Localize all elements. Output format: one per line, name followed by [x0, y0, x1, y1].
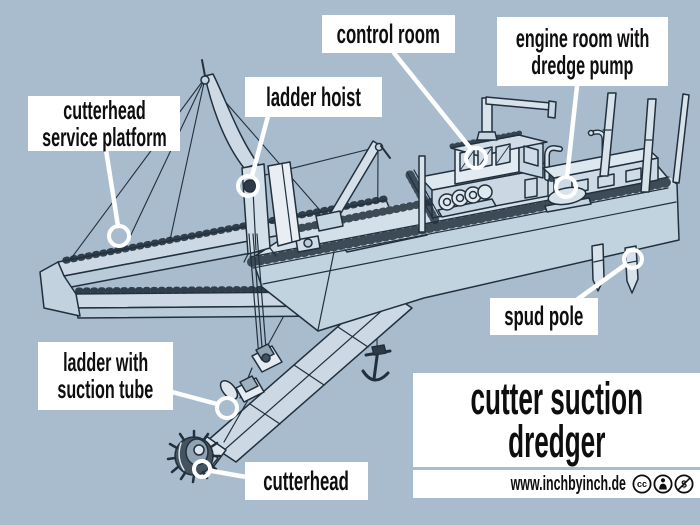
label-spud-pole-text: spud pole: [504, 301, 584, 331]
label-service-platform-line1: cutterhead: [62, 94, 146, 125]
label-cutterhead-text: cutterhead: [263, 465, 350, 496]
credit-bar: www.inchbyinch.de cc $: [413, 470, 700, 498]
ladder-hoist-gantry: [200, 59, 301, 263]
cutterhead-tool: [166, 429, 222, 484]
label-engine-room-line2: dredge pump: [531, 49, 634, 80]
label-ladder-hoist-text: ladder hoist: [266, 81, 361, 112]
discharge-pipe: [476, 96, 557, 141]
diagram-title: cutter suction dredger: [413, 373, 700, 467]
label-ladder-with-suction-tube: ladder with suction tube: [38, 342, 173, 410]
funnel-pipe: [544, 145, 563, 181]
label-cutterhead: cutterhead: [245, 462, 368, 500]
label-cutterhead-service-platform: cutterhead service platform: [28, 96, 180, 151]
label-spud-pole: spud pole: [490, 298, 598, 335]
ladder-tackle-blocks: [219, 343, 283, 403]
leader-lines: [103, 50, 644, 480]
label-suction-tube-line2: suction tube: [57, 374, 154, 404]
anchor: [361, 344, 392, 382]
nc-icon: $: [674, 474, 694, 494]
website-text: www.inchbyinch.de: [510, 472, 626, 495]
label-control-room-text: control room: [336, 18, 441, 49]
by-attribution-icon: [653, 474, 673, 494]
cc-icon: cc: [632, 474, 652, 494]
diagram-title-line1: cutter suction: [470, 373, 643, 424]
label-ladder-hoist: ladder hoist: [245, 77, 382, 117]
label-engine-room-line1: engine room with: [515, 22, 650, 53]
svg-text:cc: cc: [637, 479, 647, 489]
label-suction-tube-line1: ladder with: [62, 347, 149, 377]
diagram-title-line2: dredger: [507, 416, 606, 467]
license-icons: cc $: [632, 474, 694, 494]
label-engine-room: engine room with dredge pump: [497, 17, 668, 86]
label-service-platform-line2: service platform: [41, 121, 167, 152]
crane: [315, 140, 391, 232]
svg-text:$: $: [681, 480, 687, 491]
label-control-room: control room: [322, 15, 455, 53]
